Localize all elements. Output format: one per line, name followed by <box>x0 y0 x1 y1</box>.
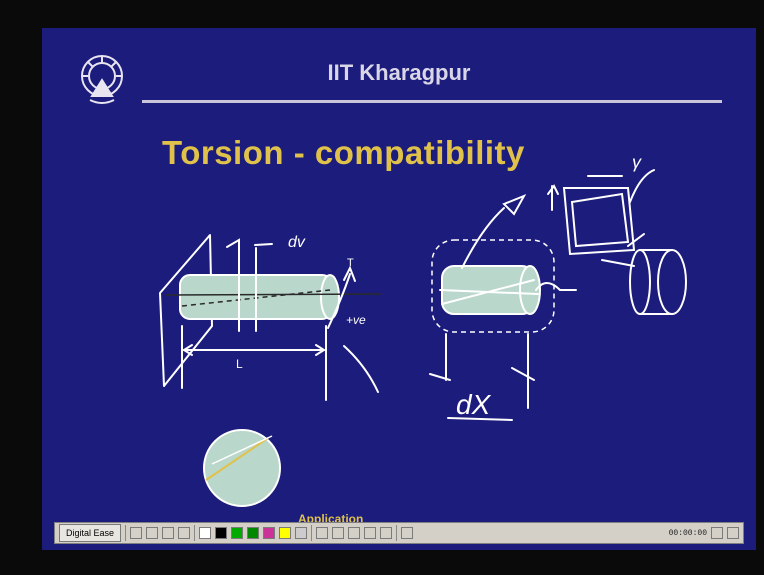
time-readout: 00:00:00 <box>668 528 707 538</box>
header-divider <box>142 100 722 103</box>
shaft-element-dx <box>431 239 555 333</box>
start-button[interactable]: Digital Ease <box>59 524 122 542</box>
close-icon[interactable] <box>727 527 739 539</box>
positive-direction-arrow <box>343 345 379 393</box>
slide-title: Torsion - compatibility <box>162 134 525 171</box>
undo-icon[interactable] <box>162 527 175 539</box>
color-swatch-green[interactable] <box>231 527 244 539</box>
window-icon[interactable] <box>711 527 723 539</box>
dv-right-mark <box>254 243 273 332</box>
toolbar-separator <box>194 525 196 541</box>
fixed-support-plane <box>159 234 213 387</box>
color-swatch-white[interactable] <box>199 527 212 539</box>
toolbar-separator <box>311 525 313 541</box>
redo-icon[interactable] <box>178 527 191 539</box>
text-tool-icon[interactable] <box>380 527 393 539</box>
dv-label: dv <box>288 234 306 251</box>
color-swatch-black[interactable] <box>215 527 228 539</box>
torque-arrow <box>327 273 351 329</box>
annotation-toolbar: Digital Ease 00:00:00 <box>54 522 744 544</box>
pen-icon[interactable] <box>130 527 143 539</box>
toolbar-separator <box>396 525 398 541</box>
eraser-icon[interactable] <box>146 527 159 539</box>
color-swatch-grey[interactable] <box>295 527 308 539</box>
torque-label: T <box>347 257 354 269</box>
ellipse-tool-icon[interactable] <box>364 527 377 539</box>
toolbar-separator <box>125 525 127 541</box>
record-icon[interactable] <box>401 527 414 539</box>
color-swatch-darkgreen[interactable] <box>247 527 260 539</box>
dv-left-mark <box>226 238 240 332</box>
header-title: IIT Kharagpur <box>327 60 471 85</box>
torsion-sketch: dv T +ve L <box>159 152 687 507</box>
dx-underline <box>447 417 513 421</box>
rectangle-tool-icon[interactable] <box>348 527 361 539</box>
gamma-label: γ <box>632 152 642 172</box>
color-swatch-yellow[interactable] <box>279 527 292 539</box>
length-label: L <box>236 357 243 371</box>
positive-direction-label: +ve <box>346 313 366 327</box>
dx-label: dX <box>456 389 492 420</box>
iit-kharagpur-logo <box>81 55 123 104</box>
line-tool-icon[interactable] <box>316 527 329 539</box>
presentation-slide: IIT Kharagpur Torsion - compatibility <box>42 28 756 550</box>
cross-section-circle <box>203 429 281 507</box>
color-swatch-magenta[interactable] <box>263 527 276 539</box>
strain-element <box>562 187 636 256</box>
arrow-tool-icon[interactable] <box>332 527 345 539</box>
